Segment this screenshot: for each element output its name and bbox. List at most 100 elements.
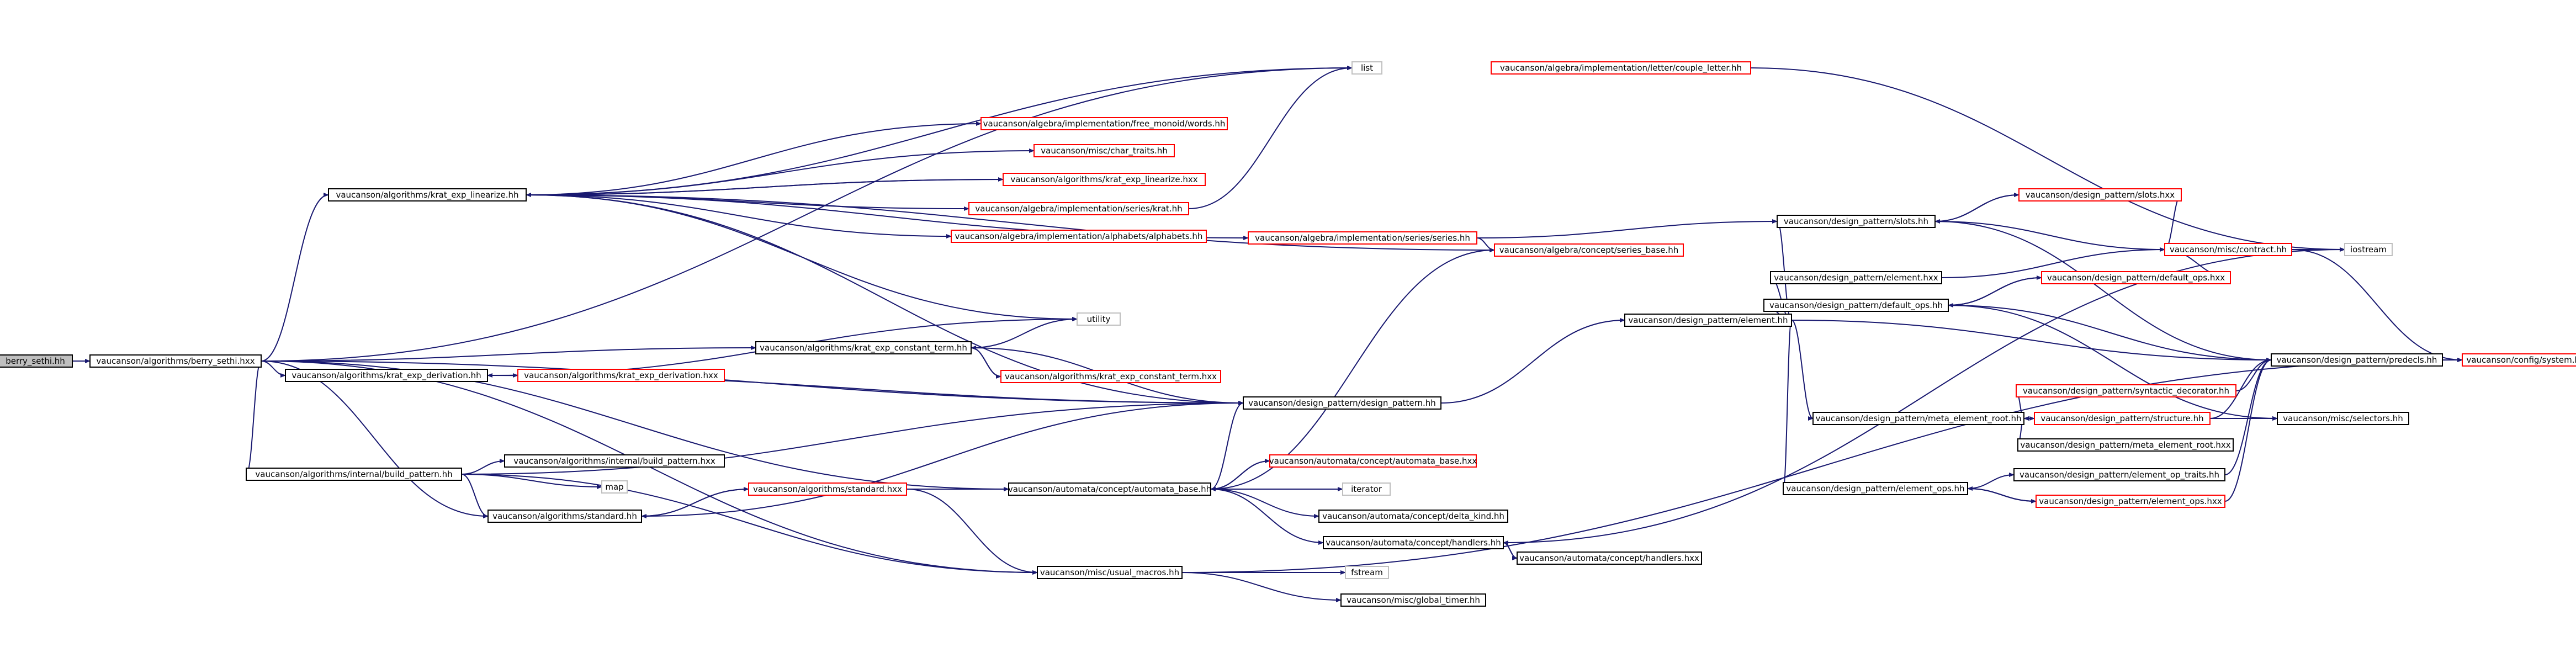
node-n0[interactable]: berry_sethi.hh (0, 354, 73, 368)
node-label: vaucanson/algebra/concept/series_base.hh (1499, 245, 1678, 256)
node-n6[interactable]: vaucanson/misc/char_traits.hh (1033, 144, 1175, 157)
edge-n34-n47 (461, 474, 1038, 575)
node-n41[interactable]: vaucanson/automata/concept/delta_kind.hh (1318, 510, 1508, 523)
node-box (1318, 510, 1508, 523)
node-box (1342, 482, 1391, 496)
node-box (1491, 61, 1751, 75)
node-n32[interactable]: vaucanson/design_pattern/meta_element_ro… (2017, 438, 2234, 452)
node-label: utility (1087, 314, 1111, 324)
edge-n34-n35 (461, 474, 602, 489)
node-n9[interactable]: vaucanson/algebra/implementation/alphabe… (951, 230, 1207, 243)
node-label: vaucanson/algorithms/standard.hxx (753, 484, 902, 494)
node-n23[interactable]: vaucanson/algorithms/krat_exp_derivation… (285, 369, 488, 382)
edge-n18-n17 (1948, 275, 2042, 306)
node-label: iterator (1351, 484, 1382, 494)
node-box (755, 341, 972, 354)
edge-n13-n12 (1934, 194, 2020, 224)
node-n7[interactable]: vaucanson/algorithms/krat_exp_linearize.… (1003, 173, 1206, 186)
node-label: vaucanson/design_pattern/slots.hh (1784, 216, 1928, 227)
node-box (1777, 215, 1936, 228)
node-label: vaucanson/algorithms/krat_exp_linearize.… (1010, 174, 1197, 185)
node-label: vaucanson/misc/char_traits.hh (1041, 146, 1167, 156)
node-n28[interactable]: vaucanson/design_pattern/syntactic_decor… (2016, 384, 2236, 397)
node-box (2344, 243, 2393, 256)
node-box (2462, 353, 2576, 367)
node-n12[interactable]: vaucanson/design_pattern/slots.hh (1777, 215, 1936, 228)
edge-n38-n25 (1210, 401, 1244, 490)
node-label: vaucanson/misc/global_timer.hh (1347, 595, 1480, 606)
node-label: vaucanson/design_pattern/design_pattern.… (1248, 398, 1436, 409)
node-n18[interactable]: vaucanson/design_pattern/default_ops.hh (1763, 299, 1949, 312)
node-label: vaucanson/automata/concept/delta_kind.hh (1322, 511, 1504, 522)
edge-n45-n15 (1503, 247, 2345, 543)
node-n26[interactable]: vaucanson/design_pattern/predecls.hh (2271, 353, 2443, 367)
node-n30[interactable]: vaucanson/design_pattern/structure.hh (2034, 412, 2211, 425)
node-n24[interactable]: vaucanson/algorithms/krat_exp_derivation… (517, 369, 725, 382)
node-label: vaucanson/design_pattern/element_op_trai… (2020, 470, 2219, 480)
node-n27[interactable]: vaucanson/config/system.hh (2462, 353, 2576, 367)
node-n33[interactable]: vaucanson/algorithms/internal/build_patt… (504, 454, 725, 468)
node-n45[interactable]: vaucanson/automata/concept/handlers.hh (1323, 536, 1504, 549)
node-n4[interactable]: vaucanson/algebra/implementation/letter/… (1491, 61, 1751, 75)
node-n11[interactable]: vaucanson/algebra/concept/series_base.hh (1494, 243, 1684, 257)
edge-n8-n3 (1188, 66, 1353, 209)
edge-n1-n21 (261, 346, 756, 362)
node-label: list (1361, 63, 1373, 73)
node-n14[interactable]: vaucanson/misc/contract.hh (2164, 243, 2292, 256)
node-label: berry_sethi.hh (6, 356, 65, 367)
node-n20[interactable]: utility (1077, 312, 1121, 326)
node-n39[interactable]: iterator (1342, 482, 1391, 496)
edge-n44-n26 (2224, 358, 2272, 502)
node-n37[interactable]: vaucanson/algorithms/standard.hxx (748, 482, 907, 496)
node-n42[interactable]: vaucanson/design_pattern/element_op_trai… (2013, 468, 2225, 481)
edge-n25-n19 (1440, 318, 1625, 404)
edge-n44-n43 (1967, 486, 2037, 502)
node-n13[interactable]: vaucanson/design_pattern/slots.hxx (2018, 188, 2182, 201)
node-n5[interactable]: vaucanson/algebra/implementation/free_mo… (980, 117, 1228, 130)
node-n3[interactable]: list (1351, 61, 1382, 75)
node-n46[interactable]: vaucanson/automata/concept/handlers.hxx (1517, 551, 1702, 565)
node-n38[interactable]: vaucanson/automata/concept/automata_base… (1008, 482, 1211, 496)
edge-n2-n3 (526, 66, 1353, 195)
node-label: vaucanson/automata/concept/automata_base… (1269, 456, 1477, 466)
node-box (1770, 271, 1942, 284)
node-n1[interactable]: vaucanson/algorithms/berry_sethi.hxx (89, 354, 262, 368)
node-label: vaucanson/design_pattern/slots.hxx (2026, 190, 2175, 200)
node-n17[interactable]: vaucanson/design_pattern/default_ops.hxx (2041, 271, 2231, 284)
node-n25[interactable]: vaucanson/design_pattern/design_pattern.… (1243, 396, 1441, 410)
node-label: vaucanson/algebra/implementation/alphabe… (955, 231, 1203, 241)
node-n44[interactable]: vaucanson/design_pattern/element_ops.hxx (2036, 495, 2225, 508)
node-box (1037, 566, 1183, 579)
node-box (1248, 231, 1477, 245)
node-label: vaucanson/algorithms/krat_exp_derivation… (524, 370, 718, 381)
node-box (1624, 314, 1792, 327)
node-n34[interactable]: vaucanson/algorithms/internal/build_patt… (246, 468, 462, 481)
node-n21[interactable]: vaucanson/algorithms/krat_exp_constant_t… (755, 341, 972, 354)
node-label: vaucanson/design_pattern/default_ops.hh (1769, 300, 1943, 311)
node-n36[interactable]: vaucanson/automata/concept/automata_base… (1269, 454, 1477, 468)
edge-n37-n47 (906, 489, 1038, 575)
node-label: vaucanson/automata/concept/handlers.hh (1326, 538, 1501, 548)
node-n43[interactable]: vaucanson/design_pattern/element_ops.hh (1783, 482, 1968, 495)
node-n10[interactable]: vaucanson/algebra/implementation/series/… (1248, 231, 1477, 245)
node-label: vaucanson/misc/selectors.hh (2283, 413, 2403, 423)
node-n8[interactable]: vaucanson/algebra/implementation/series/… (968, 202, 1189, 215)
node-n31[interactable]: vaucanson/misc/selectors.hh (2277, 412, 2409, 425)
edge-n18-n26 (1948, 305, 2272, 362)
node-n2[interactable]: vaucanson/algorithms/krat_exp_linearize.… (328, 188, 527, 201)
node-n48[interactable]: fstream (1345, 566, 1389, 579)
node-box (1077, 312, 1121, 326)
node-n19[interactable]: vaucanson/design_pattern/element.hh (1624, 314, 1792, 327)
node-n22[interactable]: vaucanson/algorithms/krat_exp_constant_t… (1000, 370, 1221, 383)
node-n16[interactable]: vaucanson/design_pattern/element.hxx (1770, 271, 1942, 284)
edge-n30-n26 (2209, 358, 2272, 419)
node-n47[interactable]: vaucanson/misc/usual_macros.hh (1037, 566, 1183, 579)
node-n40[interactable]: vaucanson/algorithms/standard.hh (487, 510, 642, 523)
node-n35[interactable]: map (601, 480, 628, 494)
node-box (980, 117, 1228, 130)
node-n29[interactable]: vaucanson/design_pattern/meta_element_ro… (1812, 412, 2024, 425)
node-n49[interactable]: vaucanson/misc/global_timer.hh (1340, 593, 1486, 607)
node-box (601, 480, 628, 494)
edge-n7-n2 (526, 179, 1004, 197)
node-n15[interactable]: iostream (2344, 243, 2393, 256)
